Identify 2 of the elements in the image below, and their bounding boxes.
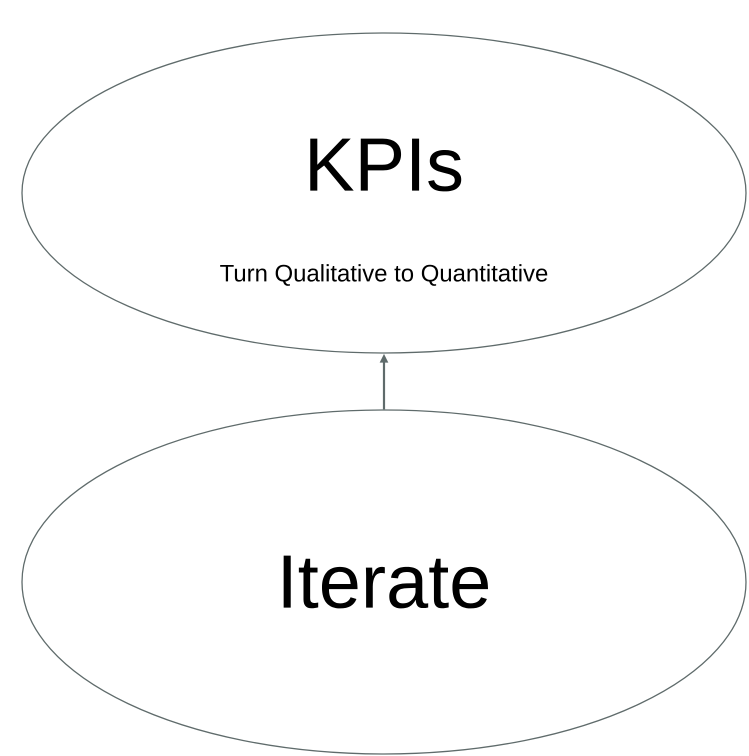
ellipse-node: Iterate xyxy=(21,409,747,755)
ellipse-node: KPIs Turn Qualitative to Quantitative xyxy=(21,32,747,354)
